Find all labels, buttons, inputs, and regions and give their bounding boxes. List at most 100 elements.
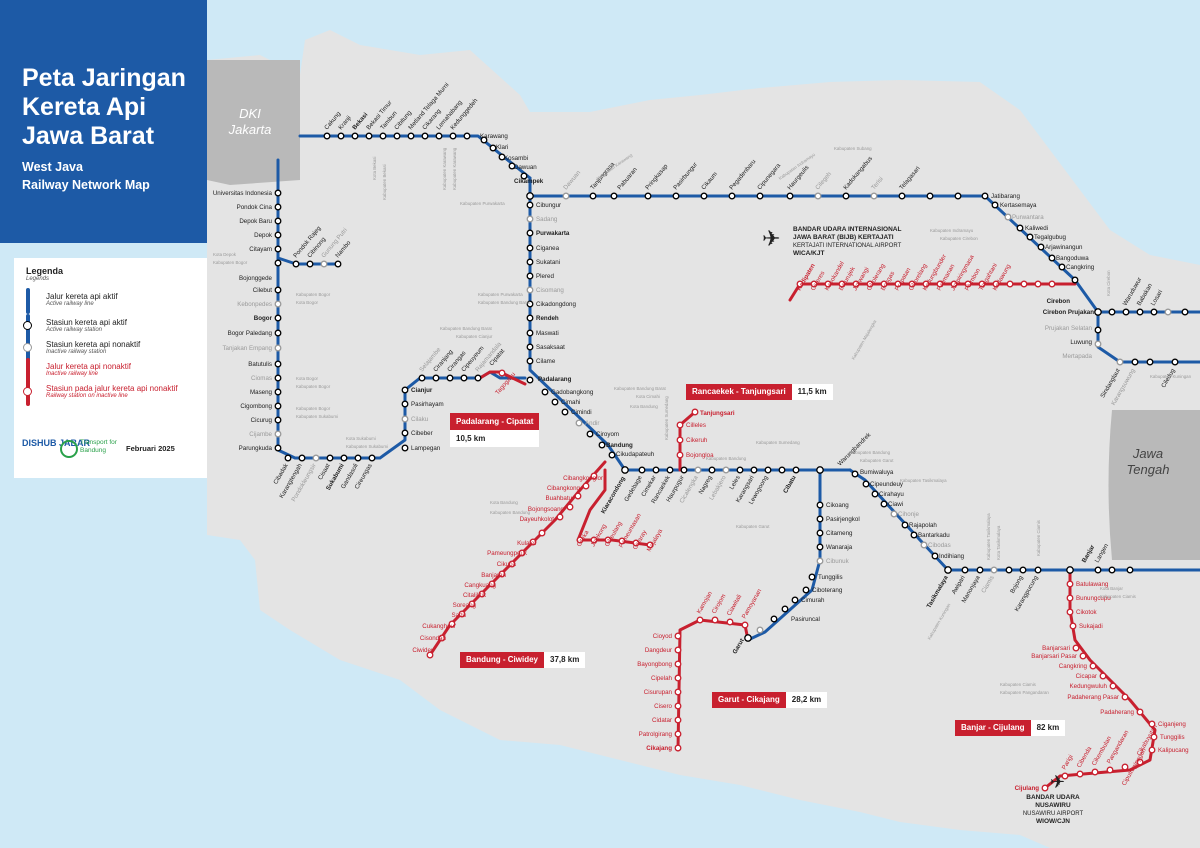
station-label: Sukajadi [1079,623,1103,630]
station-label: Cikupa [497,561,517,568]
station-label: Kedungwuluh [1070,683,1108,690]
station-label: Cibeber [411,430,433,437]
station-label: Arjawinangun [1045,244,1083,251]
station-label: Klari [496,144,508,151]
station-label: Bangoduwa [1056,255,1089,262]
station-label: Tunggilis [818,574,843,581]
region-label: Kabupaten Bogor [213,260,248,265]
region-label: Kabupaten Garut [860,458,894,463]
station-label: Kaliwedi [1025,225,1048,232]
station-label: Cicurug [251,417,273,424]
callout-rancaekek-tanjungsari: Rancaekek - Tanjungsari 11,5 km [686,384,833,400]
station-label: Cibunuk [826,558,850,565]
stations-inactive-grey [274,192,1172,634]
station-label: Dangdeur [645,647,672,654]
nusawiru-airport-label: BANDAR UDARA NUSAWIRU NUSAWIRU AIRPORT W… [1022,794,1084,825]
station-label: Purwakarta [536,230,570,237]
station-label: Padalarang [538,376,572,383]
region-label: Kabupaten Sukabumi [346,444,388,449]
region-label: Kabupaten Ciamis [1100,594,1137,599]
region-label: Kabupaten Bandung Barat [614,386,667,391]
region-label: Kabupaten Sukabumi [296,414,338,419]
station-label: Cirahayu [879,491,904,498]
station-label: Depok [254,232,273,239]
map-date: Februari 2025 [126,444,175,453]
station-label: Cijambe [249,431,272,438]
title-panel: Peta Jaringan Kereta Api Jawa Barat West… [0,0,207,243]
station-label: Cidatar [652,717,672,724]
station-label: Luwung [1070,339,1092,346]
station-label: Sadu [452,612,467,619]
station-label: Cilame [536,358,556,365]
station-label: Tanjungsari [700,410,735,417]
station-label: Soreang [453,602,477,609]
region-label: Kabupaten Garut [736,524,770,529]
station-label: Cioyod [653,633,673,640]
station-label: Pondok Cina [237,204,273,211]
subtitle-line: West Java [22,160,83,174]
station-label: Cigombong [240,403,272,410]
sea-cutout [980,0,1200,130]
station-label: Bantarkadu [918,532,950,539]
station-label: Universitas Indonesia [213,190,273,197]
station-label: Cihonje [898,511,920,518]
region-label: Kabupaten Bekasi [382,164,387,200]
region-label: Kabupaten Tasikmalaya [900,478,947,483]
line-cipatat [478,370,527,386]
region-label: Kabupaten Karawang [442,147,447,190]
region-label: Kabupaten Purwakarta [460,201,505,206]
station-label: Banjaran [481,572,506,579]
station-label: Cikadongdong [536,301,576,308]
station-label: Karawang [480,133,508,140]
callout-padalarang-cipatat: Padalarang - Cipatat 10,5 km [450,413,540,447]
region-label: Kabupaten Ciamis [1000,682,1037,687]
region-label: Kabupaten Bogor [296,292,331,297]
subtitle-line: Railway Network Map [22,178,150,192]
station-label: Padaherang [1100,709,1134,716]
map-title: Peta Jaringan Kereta Api Jawa Barat [22,64,202,151]
callout-km: 37,8 km [544,652,586,668]
region-label: Kota Bogor [296,300,319,305]
callout-name: Banjar - Cijulang [955,720,1031,736]
region-label: Kabupaten Purwakarta [478,292,523,297]
station-label: Citameng [826,530,853,537]
station-label: Cisurupan [644,689,673,696]
station-label: Banjarsari Pasar [1031,653,1077,660]
station-label: Ciomas [251,375,272,382]
station-label: Ciboterang [812,587,843,594]
station-label: Wanaraja [826,544,853,551]
station-label: Bogor Paledang [228,330,273,337]
transport-for-bandung-logo-text: Transport for Bandung [80,439,117,454]
dishub-logo: DISHUB JABAR [22,438,91,448]
station-label: Cisomang [536,287,564,294]
jateng-area [1108,410,1200,560]
station-label: Ciawi [888,501,903,508]
callout-km: 10,5 km [450,430,540,447]
region-label: Kabupaten Bogor [296,384,331,389]
region-label: Kota Sukabumi [346,436,376,441]
active-station-dot [23,321,32,330]
station-label: Batulawang [1076,581,1109,588]
station-label: Kulalet [517,540,536,547]
station-label: Kosambi [504,155,528,162]
station-label: Cikeruh [686,437,708,444]
title-line: Jawa Barat [22,122,155,150]
legend-heading: Legenda [26,266,64,276]
station-label: Cibangkonglor [563,475,603,482]
station-label: Cimindi [571,409,592,416]
station-label: Mertapada [1062,353,1092,360]
callout-banjar-cijulang: Banjar - Cijulang 82 km [955,720,1066,736]
station-label: Cilleles [686,422,706,429]
region-label: Kabupaten Bandung Barat [478,300,531,305]
region-label: Kota Banjar [1100,586,1123,591]
station-label: Banjarsari [1042,645,1070,652]
region-label: Kabupaten Sumedang [756,440,800,445]
station-label: Parungkuda [239,445,273,452]
station-label: Cilaku [411,416,429,423]
station-label: Bojongsoang [528,506,565,513]
station-label: Bojonggede [239,275,273,282]
station-label: Cisondari [420,635,446,642]
station-label: Prujakan Selatan [1045,325,1093,332]
